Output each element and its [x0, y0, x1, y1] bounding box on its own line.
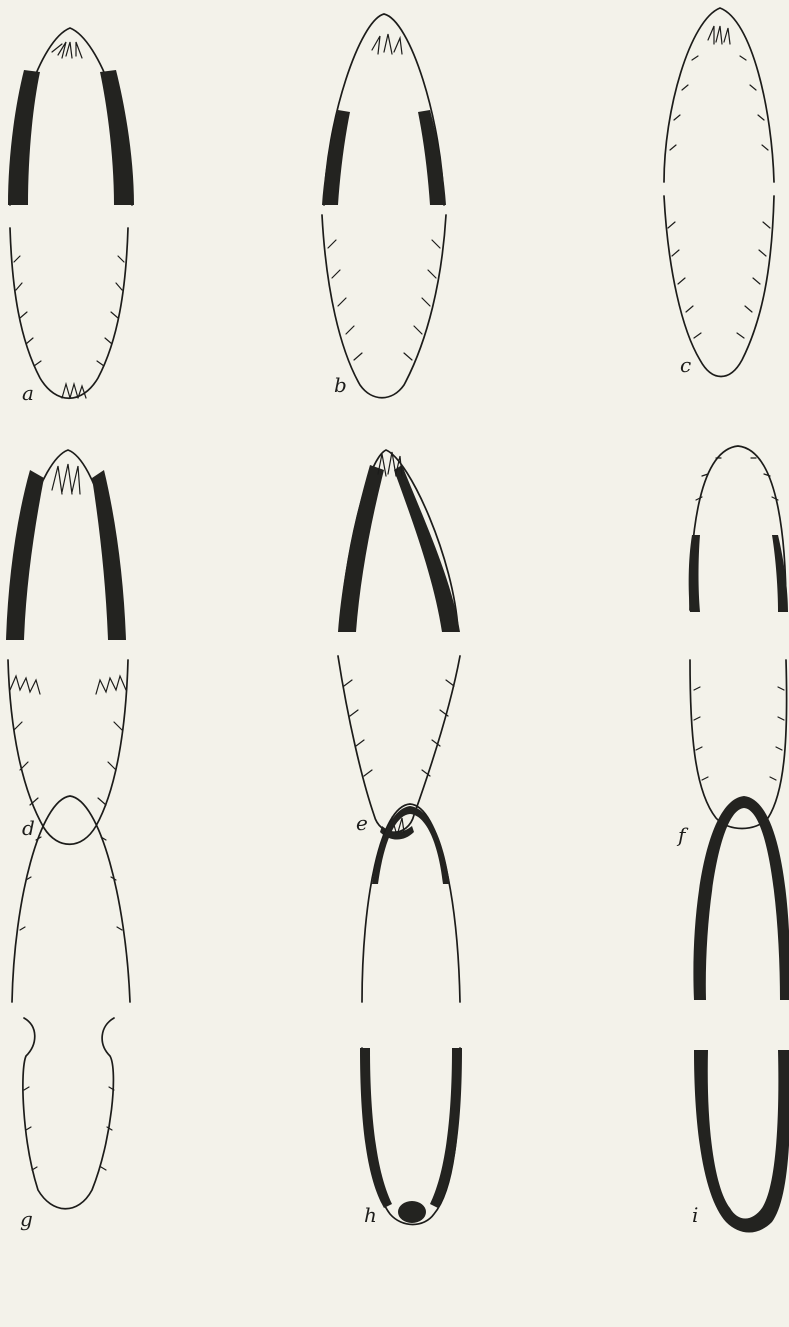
- figure-h-lower-outline: [362, 1048, 460, 1225]
- figure-i-lower-band: [694, 1050, 789, 1233]
- figure-a-lower-outline: [10, 228, 128, 398]
- figure-c: c: [664, 8, 774, 377]
- figure-d-apex-teeth: [52, 464, 80, 494]
- figure-h-right-band: [430, 1048, 462, 1208]
- figure-a-base-teeth: [62, 384, 86, 398]
- figure-e-left-band: [338, 465, 384, 632]
- figure-g-lower-outline: [23, 1018, 114, 1209]
- figure-i: i: [692, 796, 789, 1233]
- figure-a-left-band: [8, 70, 40, 205]
- figure-d-label: d: [22, 816, 35, 840]
- figure-e-lower-teeth: [344, 680, 454, 776]
- figure-a-lower-teeth: [14, 256, 124, 366]
- figure-f-label: f: [676, 823, 689, 847]
- figure-e-label: e: [356, 811, 368, 835]
- figure-d: d: [6, 450, 128, 844]
- figure-h-label: h: [364, 1203, 377, 1227]
- figure-c-label: c: [680, 353, 691, 377]
- figure-g-serration: [20, 837, 122, 1170]
- figure-d-lower-teeth: [10, 676, 126, 805]
- figure-h-left-band: [360, 1048, 392, 1208]
- figure-f-left-band: [689, 535, 700, 612]
- figure-a-label: a: [22, 381, 34, 405]
- figure-g: g: [12, 796, 130, 1231]
- figure-e-right-band: [394, 465, 460, 632]
- figure-g-label: g: [20, 1207, 33, 1231]
- figure-c-lower-outline: [664, 196, 774, 377]
- figure-b-label: b: [334, 373, 347, 397]
- figure-a-apex-teeth: [52, 42, 82, 58]
- figure-h: h: [360, 804, 462, 1227]
- figure-b-lower-outline: [322, 215, 446, 398]
- figure-b-right-band: [418, 110, 446, 205]
- figure-f-lower-teeth: [694, 687, 784, 780]
- figure-f-upper-outline: [690, 446, 786, 610]
- figure-b-left-band: [322, 110, 350, 205]
- figure-i-label: i: [692, 1203, 698, 1227]
- figure-h-basal-knob: [398, 1201, 426, 1223]
- figure-b-upper-outline: [324, 14, 444, 205]
- figure-f: f: [676, 446, 788, 847]
- figure-e: e: [338, 450, 460, 840]
- figure-d-right-band: [92, 470, 126, 640]
- figure-b-apex-teeth: [372, 34, 402, 54]
- figure-b: b: [322, 14, 446, 398]
- figure-h-top-band: [372, 806, 450, 884]
- figure-c-apex-teeth: [708, 26, 730, 44]
- figure-c-upper-teeth: [670, 56, 768, 150]
- figure-e-lower-outline: [338, 656, 460, 832]
- figure-i-upper-band: [693, 796, 789, 1000]
- figure-c-upper-outline: [664, 8, 774, 182]
- figure-f-upper-teeth: [696, 458, 778, 500]
- figure-a: a: [8, 28, 134, 405]
- figure-a-right-band: [100, 70, 134, 205]
- figure-d-left-band: [6, 470, 44, 640]
